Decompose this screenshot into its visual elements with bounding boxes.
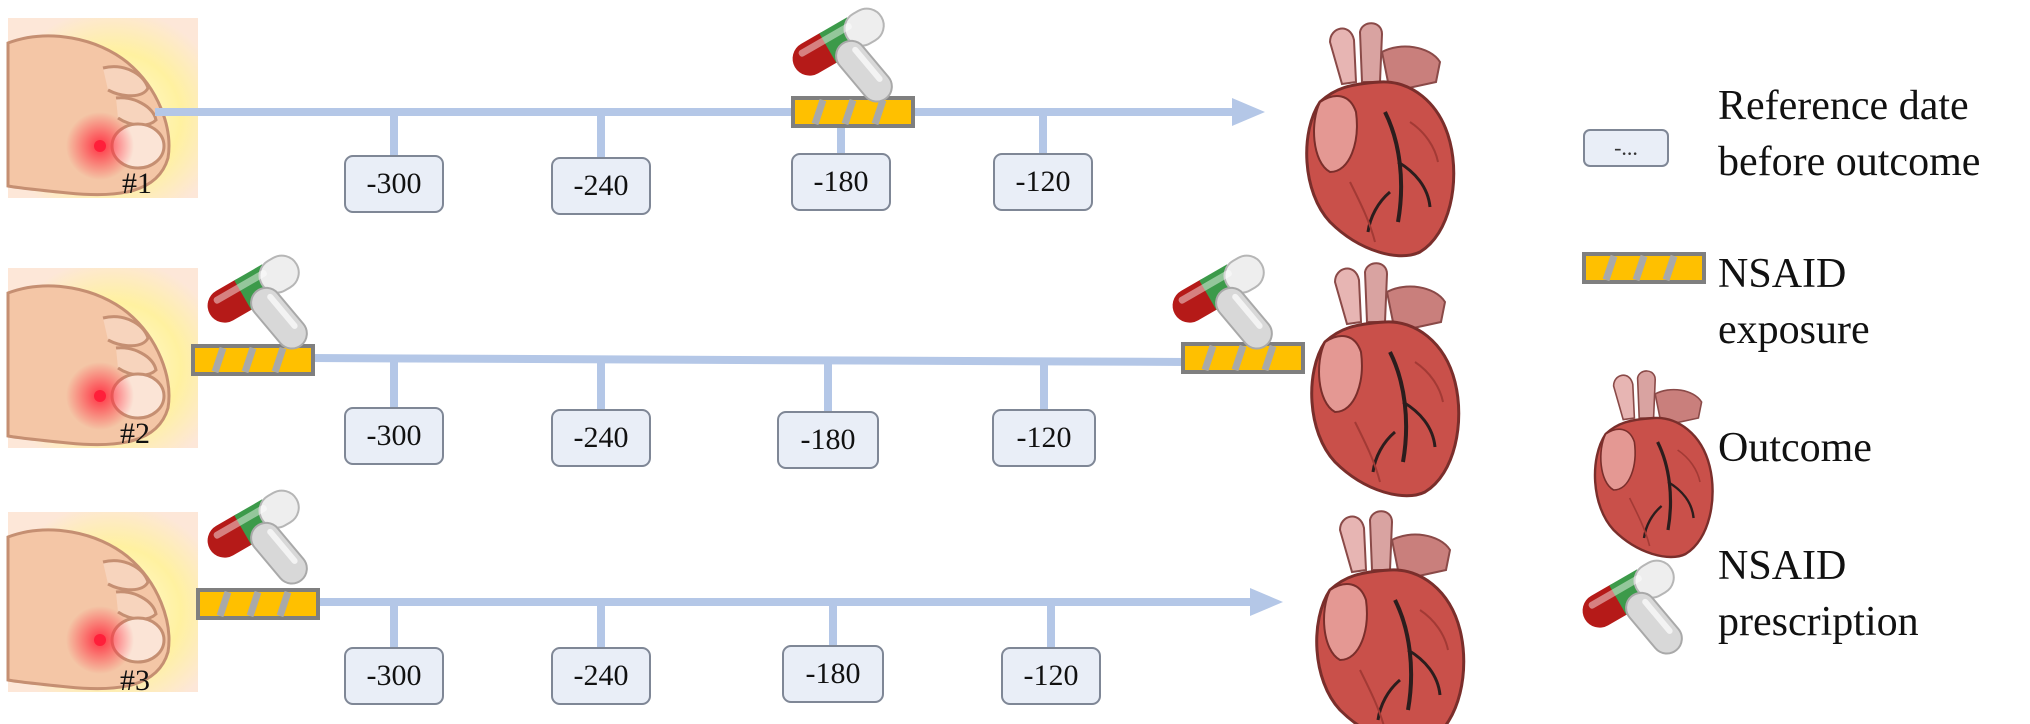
heart-icon [1304, 21, 1456, 258]
reference-date-box [782, 645, 884, 703]
legend: -... [1575, 129, 1715, 661]
legend-prescription-text: NSAID prescription [1718, 538, 1919, 650]
reference-date-box [992, 409, 1096, 467]
legend-prescription-line-2: prescription [1718, 599, 1919, 645]
legend-reference-box-text: -... [1614, 135, 1638, 160]
reference-date-label: -120 [1024, 659, 1079, 692]
patient-id: #3 [120, 664, 150, 697]
patient-row-3: #3 -300 -240 -180 -120 [6, 483, 1466, 724]
reference-date-box [344, 155, 444, 213]
heart-icon [1314, 509, 1466, 724]
reference-date-label: -240 [574, 659, 629, 692]
legend-exposure-line-2: exposure [1718, 307, 1870, 353]
nsaid-exposure-bar [793, 98, 913, 126]
nsaid-exposure-bar [193, 346, 313, 374]
reference-date-label: -180 [801, 423, 856, 456]
reference-date-label: -180 [814, 165, 869, 198]
patient-id: #2 [120, 417, 150, 450]
pill-capsule-icon [200, 248, 314, 356]
legend-reference-line-2: before outcome [1718, 139, 1981, 185]
legend-outcome-line: Outcome [1718, 425, 1872, 471]
reference-date-label: -120 [1016, 165, 1071, 198]
reference-date-box [344, 407, 444, 465]
reference-date-box [551, 647, 651, 705]
reference-date-box [993, 153, 1093, 211]
reference-date-box [777, 411, 879, 469]
inflamed-toe-icon [6, 510, 200, 694]
reference-date-label: -240 [574, 421, 629, 454]
reference-date-box [551, 409, 651, 467]
pill-capsule-icon [200, 483, 314, 591]
legend-exposure-text: NSAID exposure [1718, 246, 1870, 358]
inflamed-toe-icon [6, 266, 200, 450]
patient-row-1: #1 -300 -240 -180 -120 [6, 1, 1456, 258]
legend-reference-line-1: Reference date [1718, 83, 1969, 129]
reference-date-label: -300 [367, 659, 422, 692]
timeline-arrowhead [1232, 98, 1265, 126]
legend-prescription-line-1: NSAID [1718, 543, 1847, 589]
legend-exposure-line-1: NSAID [1718, 251, 1847, 297]
reference-date-label: -300 [367, 167, 422, 200]
nsaid-exposure-bar [198, 590, 318, 618]
legend-pill-icon [1575, 553, 1689, 661]
reference-date-box [1001, 647, 1101, 705]
reference-date-label: -180 [806, 657, 861, 690]
timeline-line [309, 354, 1187, 366]
pill-capsule-icon [1165, 248, 1279, 356]
reference-date-label: -120 [1017, 421, 1072, 454]
pill-capsule-icon [785, 1, 899, 109]
timeline-arrowhead [1250, 588, 1283, 616]
legend-heart-icon [1593, 369, 1715, 559]
legend-exposure-bar [1584, 254, 1704, 282]
reference-date-box [344, 647, 444, 705]
patient-id: #1 [122, 167, 152, 200]
legend-outcome-text: Outcome [1718, 420, 1872, 476]
heart-icon [1309, 261, 1461, 498]
patient-row-2: #2 -300 -240 -180 -120 [6, 248, 1461, 498]
legend-reference-box [1583, 129, 1669, 167]
reference-date-box [791, 153, 891, 211]
nsaid-exposure-bar [1183, 344, 1303, 372]
reference-date-label: -300 [367, 419, 422, 452]
reference-date-box [551, 157, 651, 215]
reference-date-label: -240 [574, 169, 629, 202]
legend-reference-text: Reference date before outcome [1718, 78, 1980, 190]
